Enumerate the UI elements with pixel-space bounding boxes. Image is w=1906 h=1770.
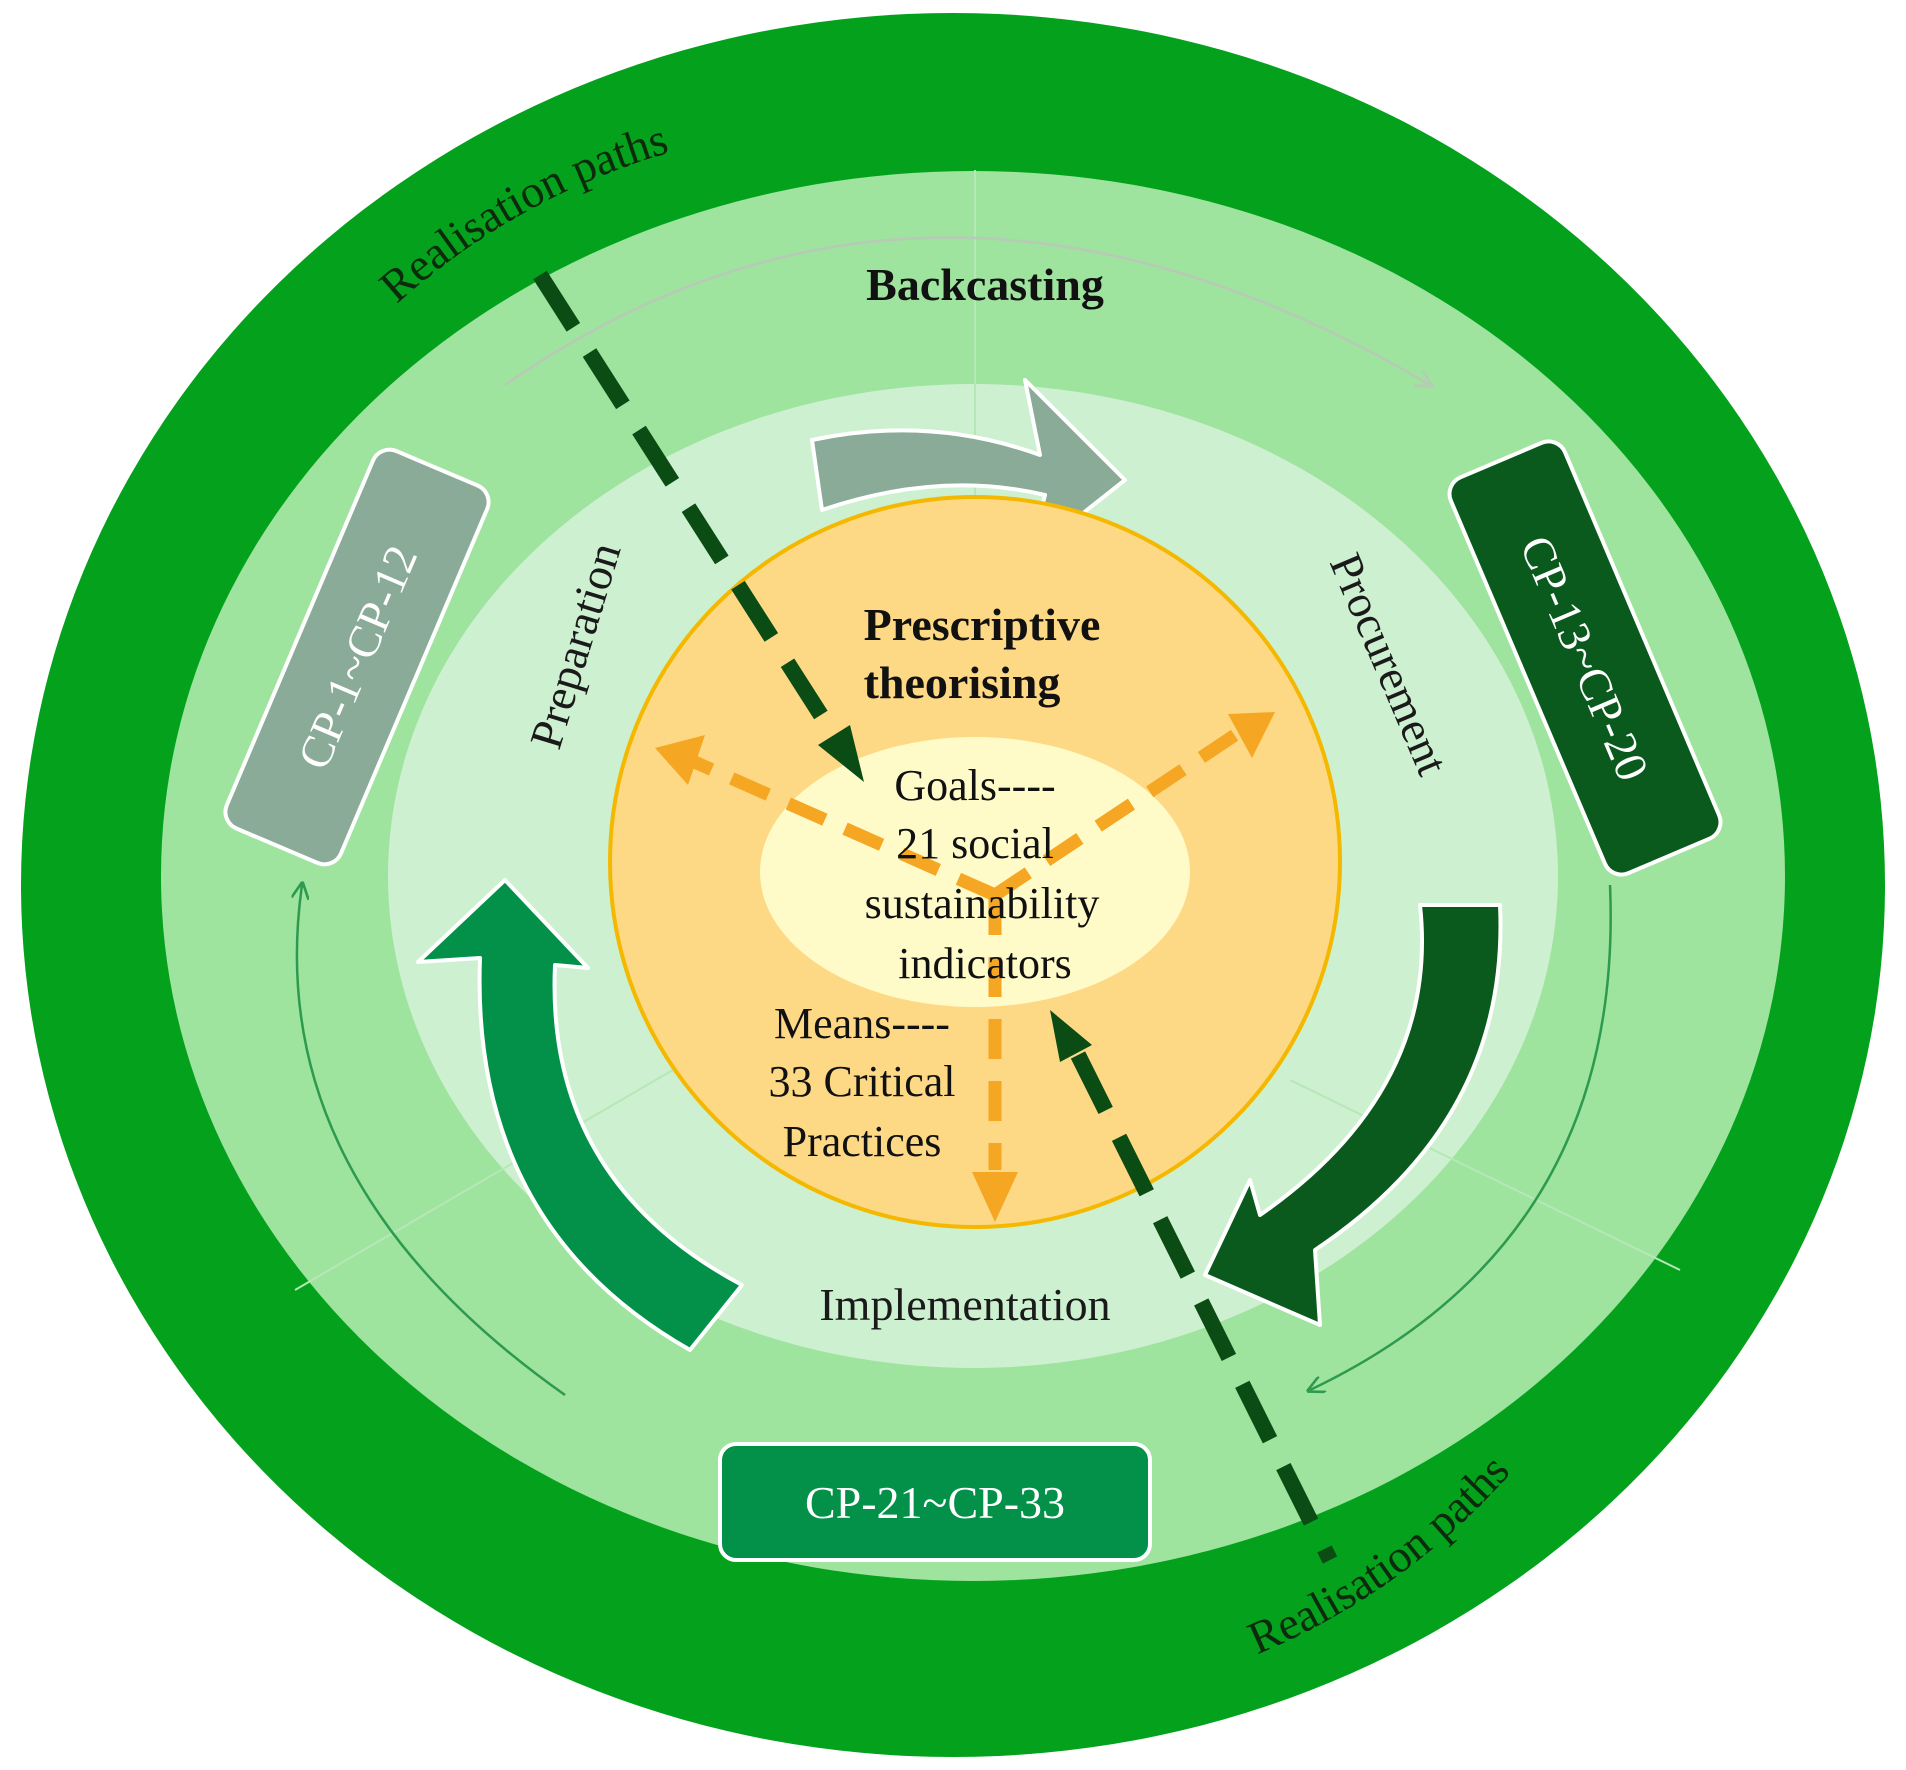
flow-arrow-left — [297, 885, 566, 1397]
flow-arrow-right — [1310, 884, 1612, 1390]
means-line3: Practices — [783, 1117, 942, 1166]
implementation-label: Implementation — [819, 1279, 1110, 1330]
realisation-path-line — [533, 270, 1338, 1564]
orange-arrowheads — [655, 712, 1275, 1222]
goals-line3: sustainability — [865, 879, 1100, 928]
implementation-cp-box-label: CP-21~CP-33 — [805, 1477, 1065, 1528]
backcasting-label: Backcasting — [866, 259, 1104, 310]
implementation-green-arrow — [416, 878, 744, 1352]
goals-line1: Goals---- — [894, 761, 1055, 810]
implementation-cp-box: CP-21~CP-33 — [718, 1442, 1152, 1562]
procurement-dark-arrow — [1203, 903, 1503, 1327]
goals-ellipse — [760, 737, 1190, 1007]
prescriptive-title-line1: Prescriptive — [864, 599, 1101, 650]
means-line1: Means---- — [774, 999, 950, 1048]
realisation-path-arrowheads — [818, 725, 1092, 1062]
goals-line2: 21 social — [896, 819, 1054, 868]
means-line2: 33 Critical — [769, 1057, 956, 1106]
orange-dashed-arrows — [687, 719, 1254, 1170]
prescriptive-title-line2: theorising — [864, 657, 1061, 708]
goals-line4: indicators — [898, 939, 1072, 988]
flow-arrow-top — [504, 236, 1430, 386]
